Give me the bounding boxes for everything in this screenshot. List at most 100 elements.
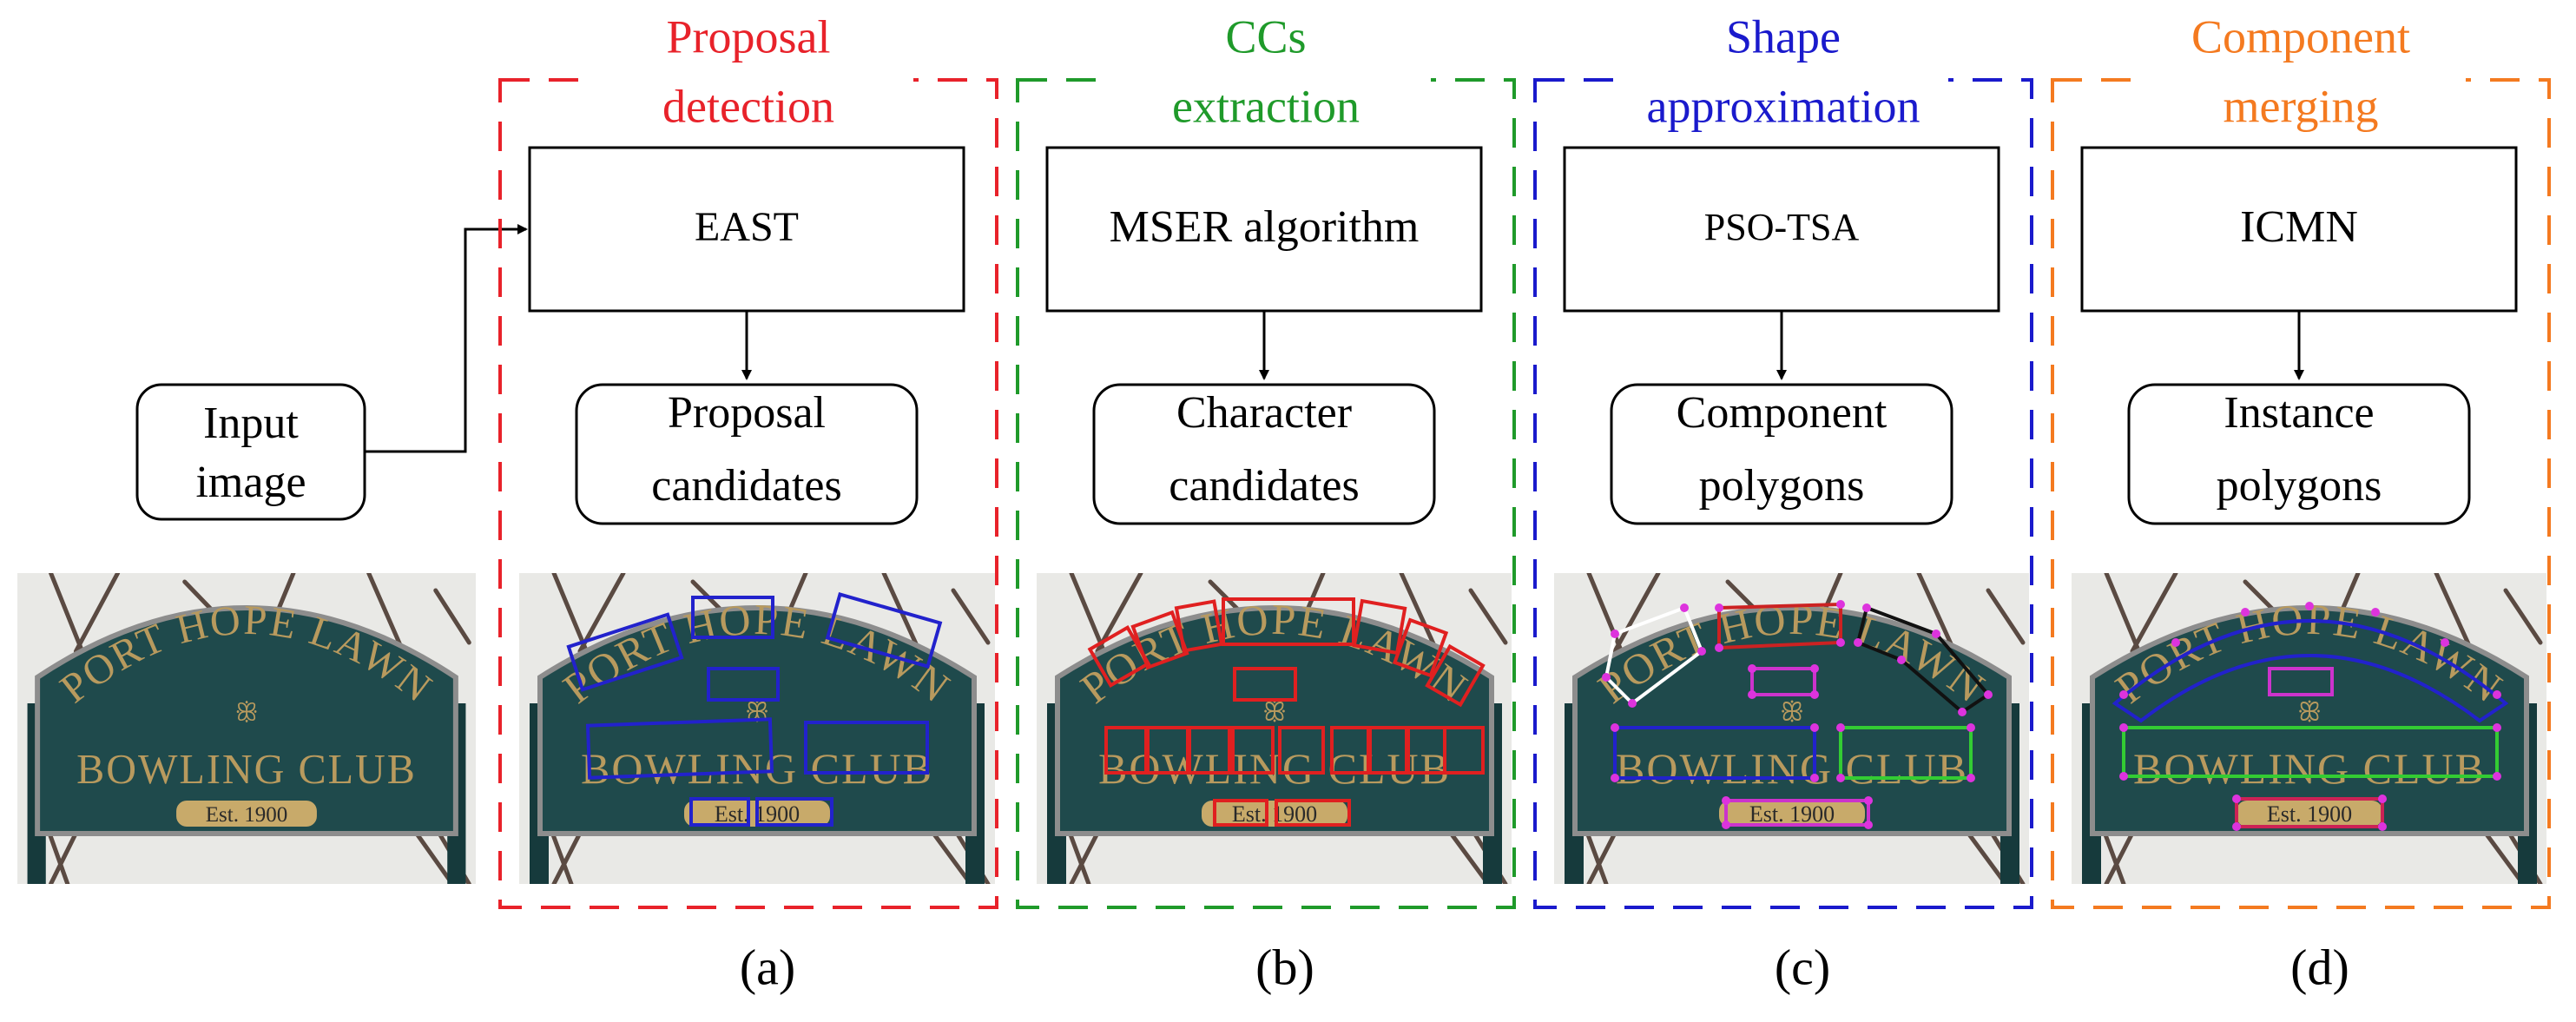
method-box — [2080, 146, 2518, 313]
polygon-vertex — [1810, 664, 1819, 673]
sign-line2-text: BOWLING CLUB — [2133, 744, 2486, 793]
input-to-east-arrow — [365, 224, 528, 453]
polygon-vertex — [1748, 664, 1756, 673]
proposal-box — [804, 721, 929, 775]
panel-caption: (d) — [2290, 939, 2349, 995]
polygon-vertex — [1602, 673, 1611, 682]
panel-title-line2: detection — [662, 80, 834, 132]
character-box — [1443, 726, 1485, 775]
polygon-vertex — [1836, 638, 1845, 647]
polygon-vertex — [1611, 630, 1619, 638]
input-label-line2: image — [195, 458, 306, 507]
sign-plaque — [2237, 801, 2382, 827]
polygon-vertex — [1722, 821, 1730, 829]
method-box — [1045, 146, 1483, 313]
input-label-line1: Input — [203, 399, 299, 448]
tree-branch — [951, 588, 991, 645]
polygon-vertex — [1611, 723, 1619, 732]
polygon-vertex — [2378, 795, 2387, 803]
sign-ornament: ꕥ — [1262, 697, 1287, 728]
output-label-line2: candidates — [651, 461, 841, 511]
proposal-box — [825, 591, 943, 669]
polygon-vertex — [2241, 608, 2250, 616]
sign-ornament: ꕥ — [1780, 697, 1804, 728]
output-label-line2: candidates — [1169, 461, 1359, 511]
instance-polygon-plaque — [2235, 797, 2384, 828]
method-label: ICMN — [2240, 202, 2358, 252]
polygon-vertex — [1864, 796, 1873, 805]
polygon-vertex — [1836, 774, 1845, 782]
instance-polygon-ornament — [2268, 667, 2334, 696]
proposal-box — [691, 596, 774, 639]
input-node: Input image — [135, 383, 366, 521]
tree-branch — [577, 573, 626, 654]
polygon-vertex — [1810, 723, 1819, 732]
panel-caption: (a) — [740, 939, 795, 995]
polygon-vertex — [1958, 708, 1967, 716]
tree-branch — [1468, 588, 1508, 645]
polygon-vertex — [1862, 603, 1871, 612]
method-label: EAST — [695, 204, 799, 250]
polygon-vertex — [1967, 723, 1975, 732]
polygon-vertex — [2119, 772, 2128, 781]
polygon-vertex — [1897, 656, 1906, 664]
output-label-line2: polygons — [2217, 461, 2382, 511]
polygon-vertex — [1836, 600, 1845, 609]
method-box — [528, 146, 965, 313]
sign-plaque-text: Est. 1900 — [206, 803, 288, 827]
panel-caption: (b) — [1255, 939, 1314, 995]
output-label-line1: Component — [1677, 388, 1888, 438]
character-box — [1222, 597, 1355, 646]
character-box — [1425, 643, 1486, 708]
panel-title-bg — [583, 9, 913, 139]
output-box — [2127, 383, 2471, 525]
polygon-vertex — [1854, 638, 1862, 647]
polygon-vertex — [2493, 723, 2501, 732]
sign-ornament: ꕥ — [235, 697, 259, 727]
tree-branch — [73, 573, 121, 654]
polygon-vertex — [1984, 690, 1993, 699]
proposal-box — [707, 667, 780, 702]
panel-title-line1: Component — [2191, 10, 2410, 63]
polygon-vertex — [2232, 822, 2241, 831]
output-label-line1: Character — [1176, 388, 1352, 438]
output-label-line1: Proposal — [668, 388, 826, 438]
character-box — [1231, 726, 1275, 775]
sign-plaque — [176, 801, 317, 827]
panel-title-line1: Proposal — [667, 10, 831, 63]
tree-branch — [1986, 588, 2026, 645]
polygon-vertex — [1836, 723, 1845, 732]
polygon-vertex — [1680, 603, 1689, 612]
polygon-vertex — [1628, 699, 1637, 708]
panel-title-line2: merging — [2224, 80, 2379, 132]
tree-branch — [1095, 573, 1143, 654]
sign-plaque — [1719, 801, 1865, 827]
panel-title-line1: Shape — [1726, 10, 1841, 63]
proposal-box — [689, 797, 750, 827]
polygon-vertex — [2119, 690, 2128, 699]
polygon-vertex — [2371, 608, 2380, 616]
polygon-vertex — [1611, 774, 1619, 782]
panel-title-bg — [1101, 9, 1431, 139]
sign-board — [1055, 605, 1494, 836]
panel-shape-approximation: ShapeapproximationPSO-TSAComponentpolygo… — [1533, 9, 2033, 995]
polygon-vertex — [1864, 821, 1873, 829]
sign-line2-text: BOWLING CLUB — [1616, 744, 1968, 793]
polygon-vertex — [1932, 630, 1940, 638]
instance-polygon-line2 — [2122, 726, 2499, 778]
polygon-vertex — [1810, 774, 1819, 782]
tree-branch — [1612, 573, 1661, 654]
character-box — [1392, 617, 1449, 678]
character-box — [1275, 799, 1351, 827]
sign-line2-text: BOWLING CLUB — [76, 747, 417, 793]
panel-caption: (c) — [1775, 939, 1830, 995]
panel-title-bg — [1618, 9, 1948, 139]
